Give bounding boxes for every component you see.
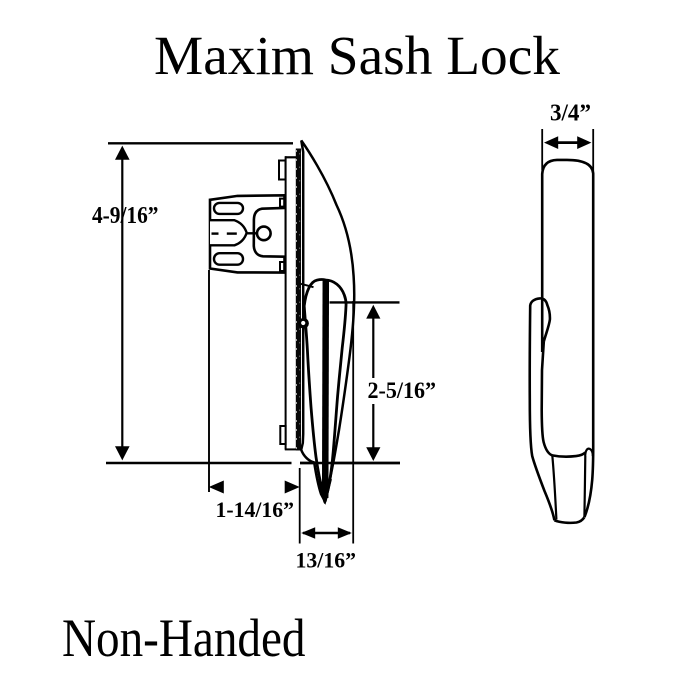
svg-text:1-14/16”: 1-14/16” [216, 497, 295, 522]
svg-text:Maxim Sash Lock: Maxim Sash Lock [154, 26, 560, 87]
svg-text:3/4”: 3/4” [550, 100, 591, 126]
svg-text:2-5/16”: 2-5/16” [368, 378, 437, 403]
svg-text:Non-Handed: Non-Handed [62, 608, 306, 668]
svg-text:13/16”: 13/16” [296, 547, 357, 572]
svg-text:4-9/16”: 4-9/16” [92, 203, 159, 229]
